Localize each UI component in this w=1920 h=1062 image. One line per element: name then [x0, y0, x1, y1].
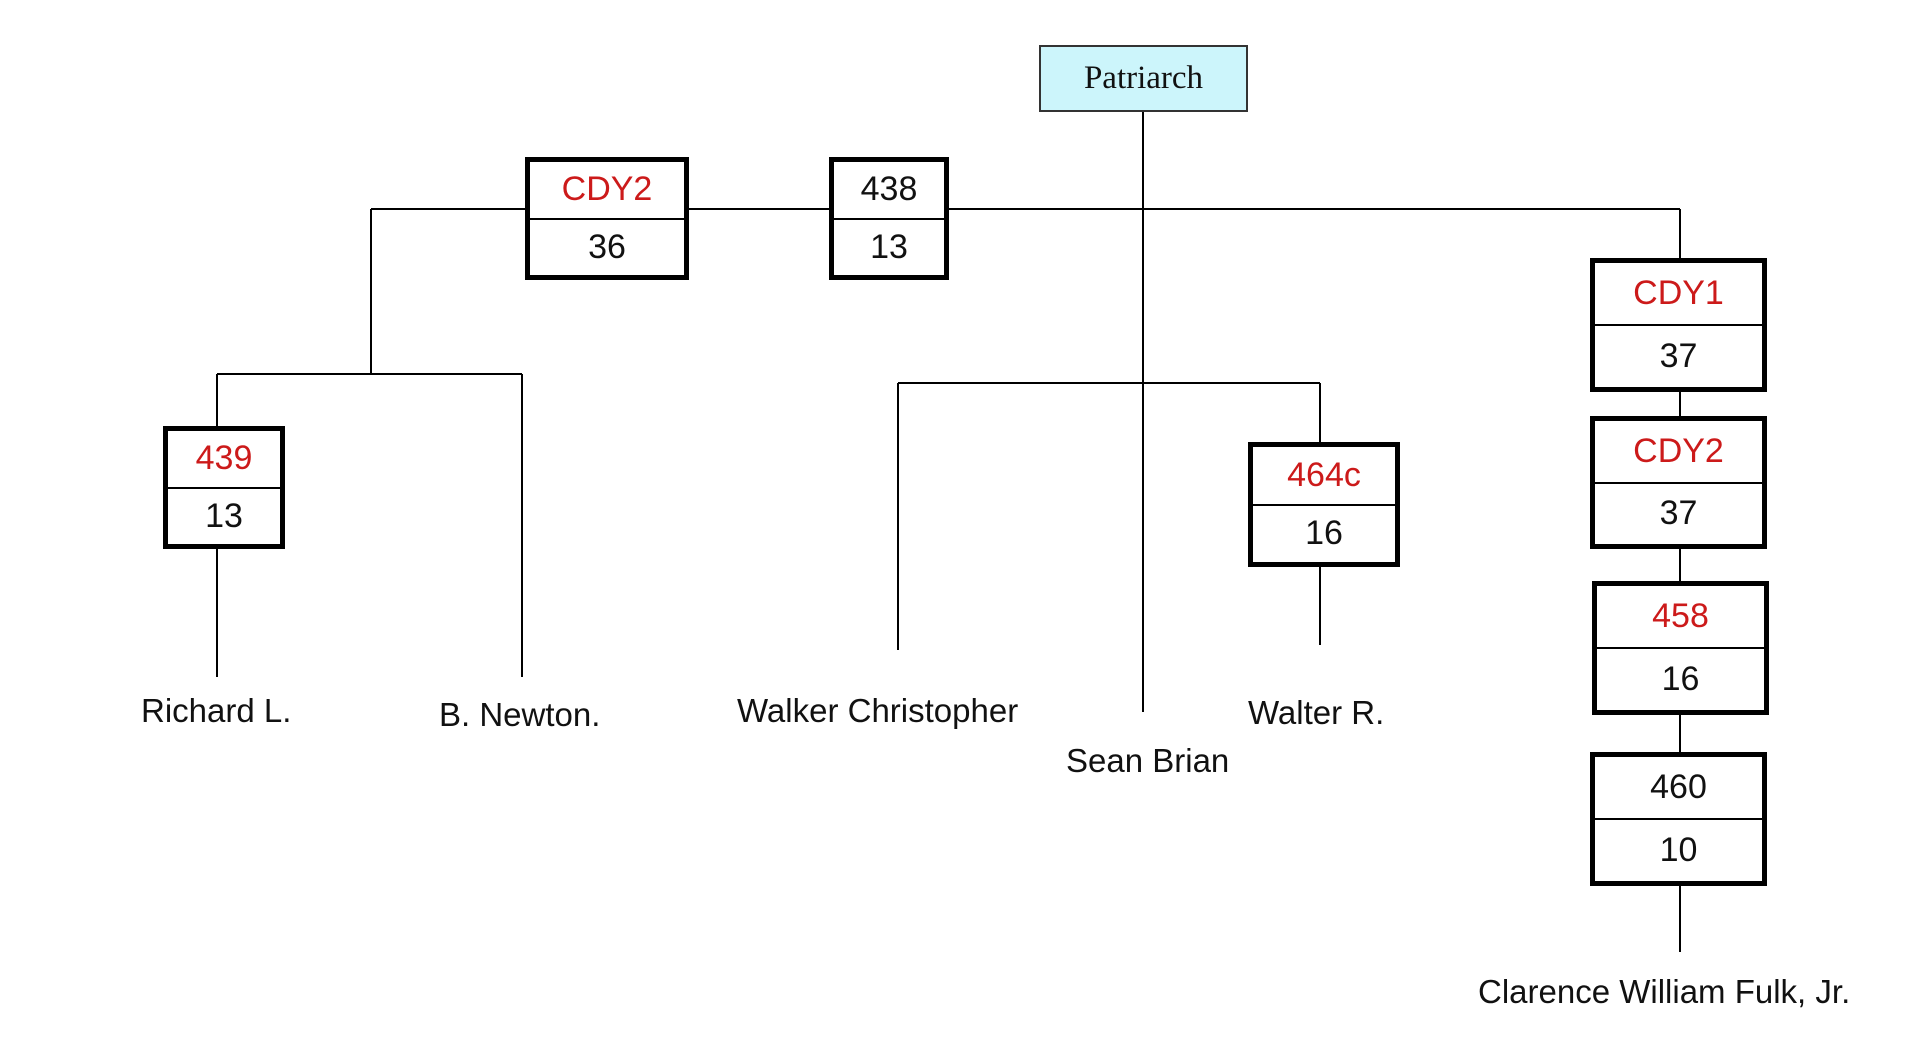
root-label: Patriarch [1083, 60, 1204, 96]
marker-value: 37 [1659, 337, 1698, 375]
descendant-name: Clarence William Fulk, Jr. [1478, 973, 1851, 1010]
marker-value: 36 [588, 227, 626, 266]
marker-value: 13 [870, 227, 908, 266]
marker-box: CDY1 37 [1590, 258, 1767, 392]
marker-label: 464c [1253, 447, 1395, 506]
marker-value: 16 [1305, 514, 1343, 553]
marker-label: 439 [168, 431, 280, 489]
marker-label: 460 [1595, 757, 1762, 820]
marker-label: CDY1 [1595, 263, 1762, 326]
marker-label: CDY2 [530, 162, 684, 220]
marker-value: 13 [205, 496, 243, 535]
descendant-name: Richard L. [141, 692, 292, 729]
descendant-name: Walker Christopher [737, 692, 1019, 729]
descendant-name: Sean Brian [1066, 742, 1230, 779]
marker-box: 464c 16 [1248, 442, 1400, 567]
marker-value: 16 [1661, 660, 1700, 698]
marker-box: 460 10 [1590, 752, 1767, 886]
descendant-name: Walter R. [1248, 694, 1385, 731]
marker-label: 438 [834, 162, 944, 220]
marker-value: 37 [1659, 494, 1698, 533]
marker-box: CDY2 36 [525, 157, 689, 280]
marker-value: 10 [1659, 831, 1698, 869]
marker-label: CDY2 [1595, 421, 1762, 484]
root-node: Patriarch [1039, 45, 1248, 112]
marker-box: 438 13 [829, 157, 949, 280]
marker-box: CDY2 37 [1590, 416, 1767, 549]
marker-box: 458 16 [1592, 581, 1769, 715]
marker-label: 458 [1597, 586, 1764, 649]
marker-box: 439 13 [163, 426, 285, 549]
descendant-name: B. Newton. [439, 696, 601, 733]
